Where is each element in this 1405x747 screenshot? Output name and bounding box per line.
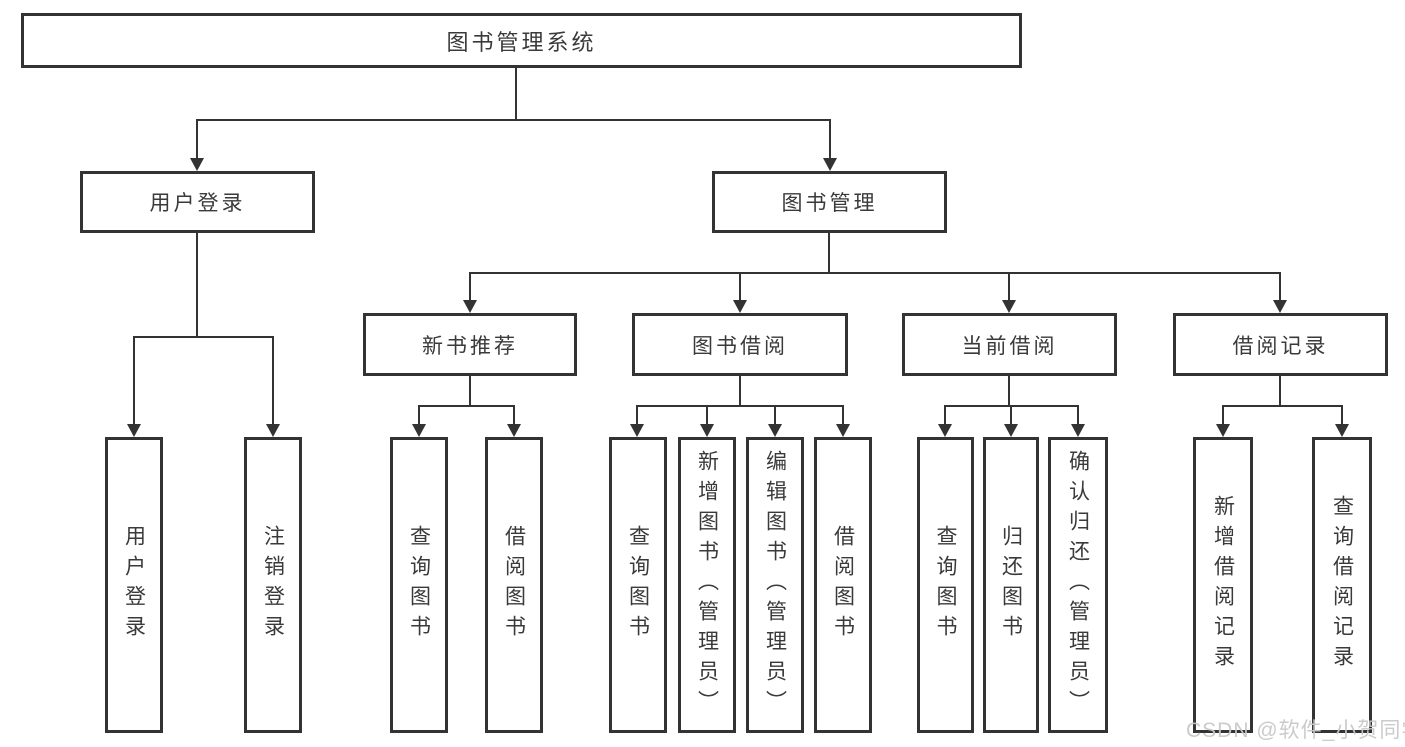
node-confirm-return-admin: 确认归还（管理员） <box>1048 437 1108 733</box>
arrow-down-icon <box>823 119 837 171</box>
node-query-books-borrowing: 查询图书 <box>609 437 667 733</box>
connector-new-book-hbar <box>418 405 515 407</box>
leaf-label: 查询图书 <box>407 525 431 645</box>
connector-root-hbar <box>196 119 831 121</box>
connector-book-borrowing-hbar <box>636 405 844 407</box>
arrow-down-icon <box>768 405 782 437</box>
arrow-down-icon <box>1273 272 1287 313</box>
arrow-down-icon <box>733 272 747 313</box>
leaf-label: 查询图书 <box>626 525 650 645</box>
arrow-down-icon <box>412 405 426 437</box>
node-query-books-current: 查询图书 <box>917 437 974 733</box>
connector-current-borrowing-stem <box>1008 376 1010 407</box>
leaf-label: 新增借阅记录 <box>1211 495 1235 675</box>
node-current-borrowing: 当前借阅 <box>902 313 1117 376</box>
node-user-login-leaf: 用户登录 <box>105 437 163 733</box>
node-query-books-recommend: 查询图书 <box>390 437 448 733</box>
leaf-label: 用户登录 <box>122 525 146 645</box>
arrow-down-icon <box>1216 405 1230 437</box>
arrow-down-icon <box>127 336 141 437</box>
node-library-management-system: 图书管理系统 <box>21 13 1022 68</box>
arrow-down-icon <box>1071 405 1085 437</box>
connector-book-management-hbar <box>469 272 1281 274</box>
node-borrowing-records: 借阅记录 <box>1173 313 1388 376</box>
leaf-label: 注销登录 <box>261 525 285 645</box>
node-borrow-books-borrowing: 借阅图书 <box>814 437 872 733</box>
leaf-label: 确认归还（管理员） <box>1066 450 1090 720</box>
csdn-watermark: CSDN @软件_小贺同学 <box>1186 719 1405 742</box>
connector-root-stem <box>515 68 517 121</box>
arrow-down-icon <box>938 405 952 437</box>
leaf-label: 查询借阅记录 <box>1330 495 1354 675</box>
node-logout: 注销登录 <box>244 437 302 733</box>
leaf-label: 归还图书 <box>999 525 1023 645</box>
arrow-down-icon <box>1004 405 1018 437</box>
node-edit-books-admin: 编辑图书（管理员） <box>746 437 804 733</box>
leaf-label: 借阅图书 <box>502 525 526 645</box>
connector-borrow-records-hbar <box>1222 405 1343 407</box>
connector-user-login-hbar <box>133 336 274 338</box>
node-add-books-admin: 新增图书（管理员） <box>678 437 736 733</box>
node-book-management: 图书管理 <box>712 171 947 233</box>
arrow-down-icon <box>630 405 644 437</box>
node-user-login: 用户登录 <box>80 171 315 233</box>
node-new-book-recommendation: 新书推荐 <box>363 313 577 376</box>
arrow-down-icon <box>463 272 477 313</box>
arrow-down-icon <box>700 405 714 437</box>
leaf-label: 新增图书（管理员） <box>695 450 719 720</box>
node-borrow-books-recommend: 借阅图书 <box>485 437 543 733</box>
connector-user-login-stem <box>196 233 198 338</box>
leaf-label: 编辑图书（管理员） <box>763 450 787 720</box>
arrow-down-icon <box>836 405 850 437</box>
arrow-down-icon <box>1002 272 1016 313</box>
connector-book-borrowing-stem <box>739 376 741 407</box>
node-query-borrow-record: 查询借阅记录 <box>1312 437 1372 733</box>
arrow-down-icon <box>266 336 280 437</box>
node-add-borrow-record: 新增借阅记录 <box>1193 437 1253 733</box>
connector-book-management-stem <box>828 233 830 274</box>
node-book-borrowing: 图书借阅 <box>632 313 848 376</box>
connector-new-book-stem <box>469 376 471 407</box>
arrow-down-icon <box>1335 405 1349 437</box>
connector-borrow-records-stem <box>1279 376 1281 407</box>
node-return-books: 归还图书 <box>983 437 1039 733</box>
leaf-label: 借阅图书 <box>831 525 855 645</box>
arrow-down-icon <box>190 119 204 171</box>
leaf-label: 查询图书 <box>934 525 957 645</box>
arrow-down-icon <box>507 405 521 437</box>
